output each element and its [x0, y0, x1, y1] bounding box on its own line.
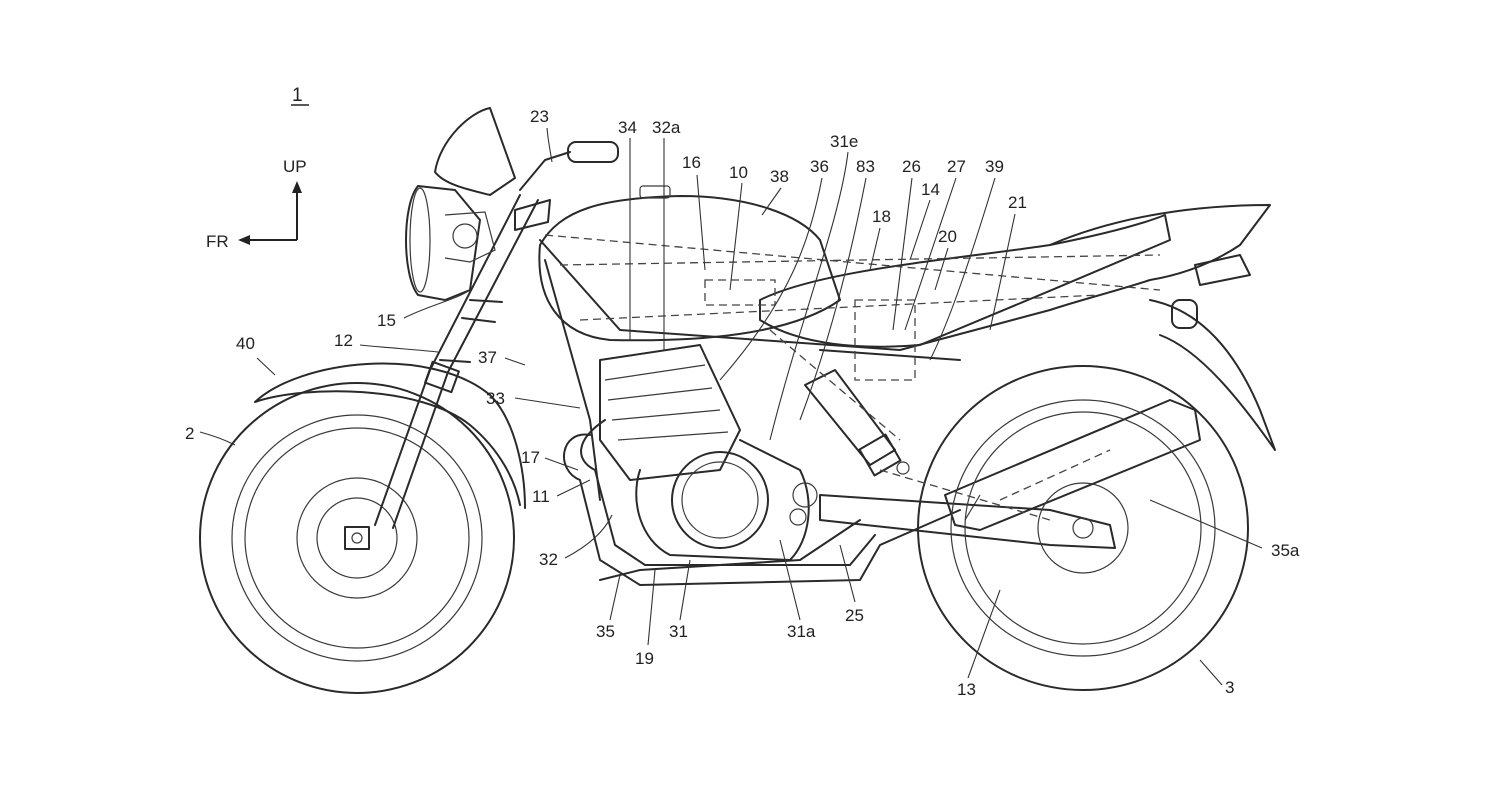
tail-cowl: [1049, 204, 1271, 311]
clutch-cover: [671, 451, 769, 549]
ref-label: 35a: [1271, 541, 1300, 560]
ref-label: 14: [921, 180, 940, 199]
ref-label: 2: [185, 424, 194, 443]
ref-label: 31a: [787, 622, 816, 641]
direction-front-label: FR: [206, 232, 229, 251]
tail-light: [1194, 254, 1251, 286]
seat: [759, 214, 1171, 348]
arrow-up-icon: [292, 181, 302, 193]
ref-label: 83: [856, 157, 875, 176]
headlight: [405, 185, 496, 301]
ref-label: 18: [872, 207, 891, 226]
ref-label: 26: [902, 157, 921, 176]
engine: [599, 344, 818, 561]
ref-label: 39: [985, 157, 1004, 176]
ref-label: 33: [486, 389, 505, 408]
rear-fender: [1149, 299, 1276, 451]
ref-label: 38: [770, 167, 789, 186]
fuel-tank: [538, 195, 841, 342]
leader-lines: [199, 127, 1263, 686]
ref-label: 20: [938, 227, 957, 246]
reference-labels: 23 34 32a 31e 16 10 38 36 83 26 27 39 14…: [185, 107, 1300, 699]
ref-label: 17: [521, 448, 540, 467]
arrow-left-icon: [238, 235, 250, 245]
meter-cowl: [434, 107, 516, 196]
ref-label: 21: [1008, 193, 1027, 212]
swingarm: [819, 494, 1116, 549]
muffler: [944, 399, 1201, 531]
exhaust: [563, 419, 961, 586]
direction-up-label: UP: [283, 157, 307, 176]
ref-label: 25: [845, 606, 864, 625]
front-fork: [374, 194, 539, 529]
ref-label: 11: [532, 487, 550, 506]
ref-label: 32a: [652, 118, 681, 137]
turn-signal: [1171, 299, 1198, 329]
hidden-components: [544, 234, 1161, 521]
front-wheel: [199, 382, 515, 694]
front-fender: [254, 362, 526, 509]
ref-label: 35: [596, 622, 615, 641]
ref-label: 19: [635, 649, 654, 668]
ref-label: 31: [669, 622, 688, 641]
ref-label: 13: [957, 680, 976, 699]
ref-label: 32: [539, 550, 558, 569]
ref-label: 27: [947, 157, 966, 176]
ref-label: 3: [1225, 678, 1234, 697]
ref-label: 36: [810, 157, 829, 176]
ref-label: 37: [478, 348, 497, 367]
ref-label: 12: [334, 331, 353, 350]
ref-label: 23: [530, 107, 549, 126]
ref-label: 16: [682, 153, 701, 172]
figure-number: 1: [292, 85, 303, 106]
rear-shock: [804, 369, 910, 477]
ref-label: 34: [618, 118, 637, 137]
ref-label: 10: [729, 163, 748, 182]
handlebar: [514, 141, 619, 231]
ref-label: 31e: [830, 132, 858, 151]
ref-label: 40: [236, 334, 255, 353]
ref-label: 15: [377, 311, 396, 330]
direction-indicator: UP FR: [206, 157, 307, 251]
